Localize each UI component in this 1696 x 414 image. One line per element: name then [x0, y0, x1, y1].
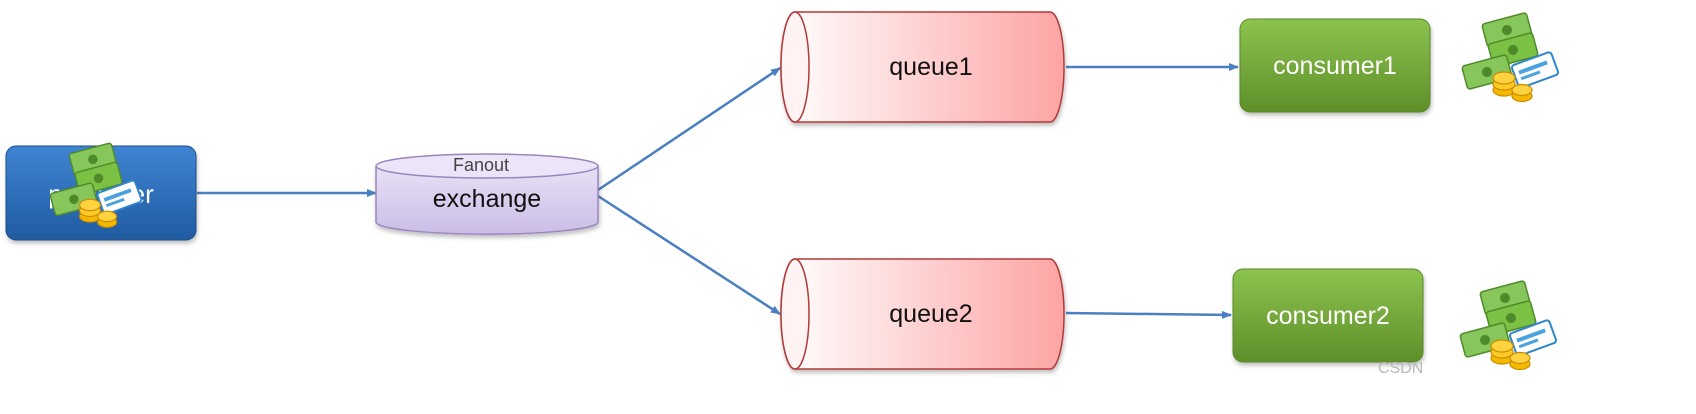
- consumer1-node[interactable]: consumer1: [1239, 18, 1431, 113]
- consumer1-label: consumer1: [1273, 52, 1397, 80]
- exchange-node[interactable]: Fanout exchange: [375, 153, 599, 235]
- edge-exchange-queue1: [597, 66, 781, 192]
- exchange-label: exchange: [433, 185, 541, 213]
- queue2-node[interactable]: queue2: [780, 258, 1065, 370]
- queue2-label: queue2: [889, 300, 972, 328]
- edge-exchange-queue2: [597, 194, 781, 316]
- edges: [197, 63, 1239, 319]
- consumer2-money-icon: [1458, 279, 1558, 371]
- edge-queue2-consumer2: [1065, 310, 1232, 319]
- exchange-type-label: Fanout: [453, 155, 509, 175]
- queue1-label: queue1: [889, 53, 972, 81]
- publisher-node[interactable]: publisher: [5, 141, 197, 241]
- consumer1-money-icon: [1460, 11, 1560, 103]
- watermark-text: CSDN: [1378, 360, 1423, 377]
- queue1-node[interactable]: queue1: [780, 11, 1065, 123]
- consumer2-node[interactable]: consumer2: [1232, 268, 1424, 363]
- consumer2-label: consumer2: [1266, 302, 1390, 330]
